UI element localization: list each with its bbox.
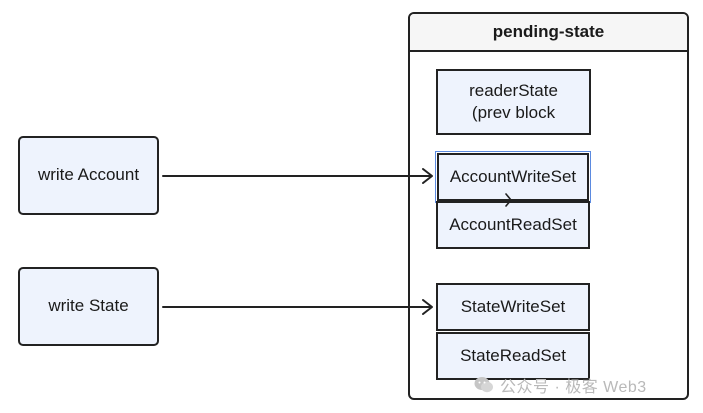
state-read-set-node[interactable]: StateReadSet <box>436 332 590 380</box>
state-write-set-label: StateWriteSet <box>460 296 566 316</box>
reader-state-node[interactable]: readerState (prev block <box>436 69 591 135</box>
watermark: 公众号 · 极客 Web3 <box>474 374 647 396</box>
arrowhead-state-write-set <box>422 299 433 315</box>
write-account-node[interactable]: write Account <box>18 136 159 215</box>
reader-state-line1: readerState <box>469 80 558 100</box>
cursor-chevron-icon <box>505 193 512 207</box>
account-write-set-label: AccountWriteSet <box>449 166 577 186</box>
arrowhead-account-write-set <box>422 168 433 184</box>
watermark-text: 公众号 · 极客 Web3 <box>500 379 647 396</box>
write-state-node[interactable]: write State <box>18 267 159 346</box>
pending-state-title: pending-state <box>492 22 605 41</box>
state-read-set-label: StateReadSet <box>460 345 566 365</box>
reader-state-line2: (prev block <box>471 103 556 122</box>
account-read-set-label: AccountReadSet <box>449 214 577 234</box>
pending-state-header: pending-state <box>410 14 687 52</box>
wechat-icon <box>474 377 493 393</box>
account-write-set-node[interactable]: AccountWriteSet <box>435 151 591 203</box>
state-write-set-node[interactable]: StateWriteSet <box>436 283 590 331</box>
write-account-label: write Account <box>37 165 140 185</box>
write-state-label: write State <box>48 296 129 316</box>
account-read-set-node[interactable]: AccountReadSet <box>436 201 590 249</box>
